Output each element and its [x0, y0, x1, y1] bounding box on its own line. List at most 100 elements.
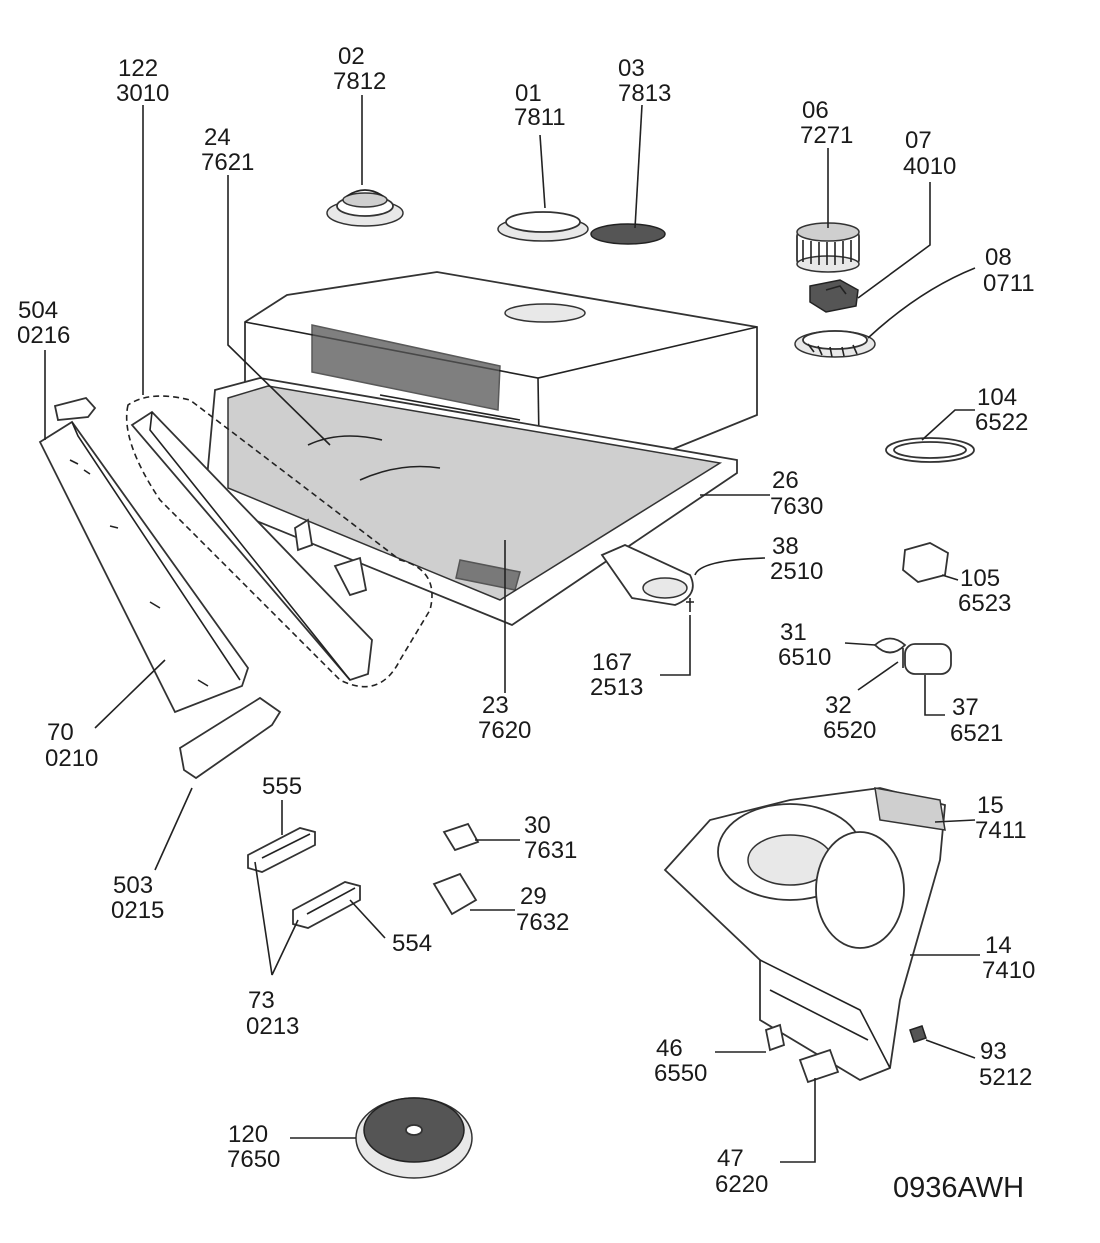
drawing-code: 0936AWH: [893, 1172, 1024, 1204]
callout-15-number: 15: [977, 792, 1004, 819]
callout-93-number: 93: [980, 1038, 1007, 1065]
callout-24: 24 7621: [201, 124, 254, 176]
callout-122: 122 3010: [116, 55, 169, 107]
part-15-housing-cap: [874, 787, 946, 831]
part-503-hinge: [179, 696, 282, 780]
callout-105: 105 6523: [958, 565, 1011, 617]
callout-03: 03 7813: [618, 55, 671, 107]
callout-70: 70 0210: [45, 719, 98, 772]
callout-46-code: 6550: [654, 1060, 707, 1087]
callout-93-code: 5212: [979, 1064, 1032, 1091]
callout-14: 14 7410: [982, 932, 1035, 984]
callout-105-code: 6523: [958, 590, 1011, 617]
callout-503-code: 0215: [111, 897, 164, 924]
callout-503-number: 503: [113, 872, 153, 899]
callout-504-number: 504: [18, 297, 58, 324]
callout-03-code: 7813: [618, 80, 671, 107]
callout-73-number: 73: [248, 987, 275, 1014]
callout-03-number: 03: [618, 55, 645, 82]
callout-555: 555: [262, 773, 302, 800]
callout-31: 31 6510: [778, 619, 831, 671]
part-555-switch-block: [247, 827, 316, 873]
callout-167-number: 167: [592, 649, 632, 676]
part-30-clip: [442, 822, 480, 852]
callout-32-number: 32: [825, 692, 852, 719]
callout-01: 01 7811: [514, 80, 566, 131]
part-554-switch-block: [292, 881, 361, 929]
part-lamp-group: [873, 637, 952, 675]
part-120-carbon-filter: [355, 1097, 473, 1179]
callout-07: 07 4010: [903, 127, 956, 180]
callout-30-number: 30: [524, 812, 551, 839]
part-93-clip: [909, 1025, 927, 1043]
callout-30-code: 7631: [524, 837, 577, 864]
callout-24-number: 24: [204, 124, 231, 151]
callout-38-code: 2510: [770, 558, 823, 585]
callout-32-code: 6520: [823, 717, 876, 744]
part-104-gasket: [885, 437, 975, 463]
callout-120-code: 7650: [227, 1146, 280, 1173]
callout-31-code: 6510: [778, 644, 831, 671]
part-47-switch: [798, 1048, 840, 1084]
callout-73: 73 0213: [246, 987, 299, 1040]
callout-15-code: 7411: [975, 817, 1027, 844]
callout-30: 30 7631: [524, 812, 577, 864]
callout-01-code: 7811: [514, 104, 566, 131]
callout-14-code: 7410: [982, 957, 1035, 984]
callout-554-number: 554: [392, 930, 432, 957]
part-02-collar: [326, 189, 404, 227]
callout-07-number: 07: [905, 127, 932, 154]
callout-105-number: 105: [960, 565, 1000, 592]
part-38-light-cover: [600, 544, 694, 606]
callout-02: 02 7812: [333, 43, 386, 95]
callout-104-code: 6522: [975, 409, 1028, 436]
part-105-connector: [902, 542, 949, 583]
callout-70-number: 70: [47, 719, 74, 746]
part-03-disc: [590, 223, 666, 245]
callout-70-code: 0210: [45, 745, 98, 772]
callout-24-code: 7621: [201, 149, 254, 176]
callout-02-code: 7812: [333, 68, 386, 95]
part-29-clip: [432, 872, 478, 916]
part-504-hinge: [53, 396, 97, 421]
callout-554: 554: [392, 930, 432, 957]
part-06-motor: [796, 222, 860, 273]
callout-47-number: 47: [717, 1145, 744, 1172]
callout-08-code: 0711: [983, 270, 1035, 297]
callout-120: 120 7650: [227, 1121, 280, 1173]
callout-08: 08 0711: [983, 244, 1035, 297]
part-167-screw: [686, 598, 694, 612]
callout-07-code: 4010: [903, 153, 956, 180]
callout-47-code: 6220: [715, 1171, 768, 1198]
callout-46: 46 6550: [654, 1035, 707, 1087]
callout-26-number: 26: [772, 467, 799, 494]
callout-167-code: 2513: [590, 674, 643, 701]
callout-23-code: 7620: [478, 717, 531, 744]
part-46-switch: [764, 1023, 786, 1052]
callout-122-number: 122: [118, 55, 158, 82]
callout-555-number: 555: [262, 773, 302, 800]
callout-504-code: 0216: [17, 322, 70, 349]
callout-32: 32 6520: [823, 692, 876, 744]
callout-167: 167 2513: [590, 649, 643, 701]
leader-lines: [44, 95, 980, 1163]
callout-73-code: 0213: [246, 1013, 299, 1040]
callout-37-code: 6521: [950, 720, 1003, 747]
callout-29: 29 7632: [516, 883, 569, 936]
callout-104-number: 104: [977, 384, 1017, 411]
callout-06-code: 7271: [800, 122, 853, 149]
callout-02-number: 02: [338, 43, 365, 70]
part-01-ring: [497, 211, 589, 242]
callout-23-number: 23: [482, 692, 509, 719]
callout-47: 47 6220: [715, 1145, 768, 1198]
part-14-blower-housing: [663, 787, 946, 1082]
callout-26-code: 7630: [770, 493, 823, 520]
callout-15: 15 7411: [975, 792, 1027, 844]
callout-08-number: 08: [985, 244, 1012, 271]
callout-06: 06 7271: [800, 97, 853, 149]
callout-122-code: 3010: [116, 80, 169, 107]
part-08-fan-wheel: [794, 330, 876, 358]
callout-38: 38 2510: [770, 533, 823, 585]
part-122-front-trim: [125, 395, 433, 688]
